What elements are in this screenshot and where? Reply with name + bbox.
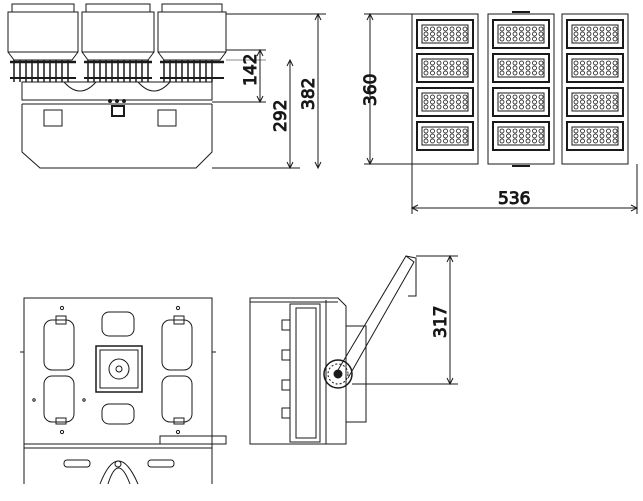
back-view [20, 297, 227, 485]
led-module [492, 121, 550, 151]
dim-317: 317 [431, 306, 451, 338]
side-view: 317 [249, 254, 458, 445]
front-module-left [7, 3, 79, 61]
dim-536: 536 [498, 189, 530, 209]
led-module [566, 53, 624, 83]
dim-360: 360 [361, 74, 381, 106]
led-module [566, 87, 624, 117]
led-module [566, 121, 624, 151]
dim-292: 292 [271, 100, 291, 132]
dim-382: 382 [299, 78, 319, 110]
front-module-right [157, 3, 227, 61]
front-view: 142 292 382 [7, 3, 326, 170]
led-module [416, 53, 474, 83]
led-module [566, 19, 624, 49]
top-view: 360 536 [361, 11, 639, 214]
led-module [492, 87, 550, 117]
front-fins [10, 60, 224, 82]
dim-142: 142 [241, 54, 261, 86]
side-fins [281, 319, 291, 419]
led-module [416, 19, 474, 49]
led-module [492, 19, 550, 49]
led-module [416, 121, 474, 151]
led-module [416, 87, 474, 117]
led-modules [416, 19, 624, 151]
led-module [492, 53, 550, 83]
front-module-center [81, 3, 155, 61]
